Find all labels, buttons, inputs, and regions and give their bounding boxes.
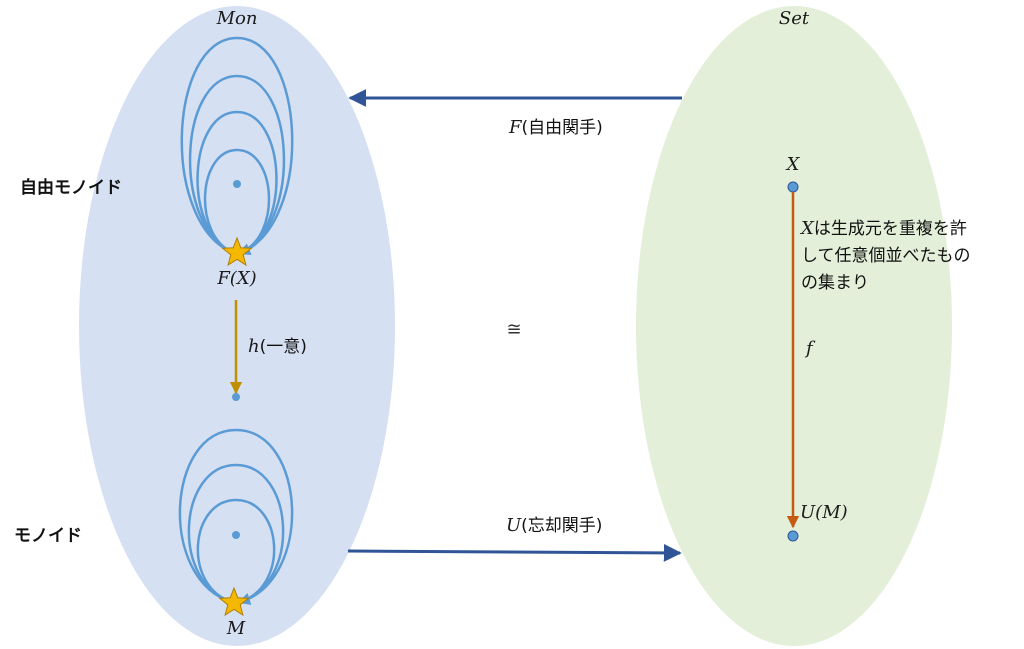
free-monoid-loop <box>203 148 271 256</box>
forgetful-functor-arrow <box>347 543 682 562</box>
x-description-line2: して任意個並べたもの <box>801 246 971 266</box>
x-description-line3: の集まり <box>801 273 869 293</box>
free-monoid-loop <box>188 74 286 255</box>
h-target-point <box>232 393 240 401</box>
u-functor-symbol: U <box>506 515 522 536</box>
h-symbol: h <box>248 336 260 357</box>
free-functor-label: F(自由関手) <box>508 117 603 138</box>
forgetful-functor-label: U(忘却関手) <box>506 515 602 536</box>
free-monoid-star <box>221 236 253 267</box>
x-description-symbol: X <box>799 218 815 239</box>
monoid-loop <box>178 428 294 604</box>
isomorphism-symbol: ≅ <box>506 319 521 340</box>
free-monoid-label: 自由モノイド <box>20 177 122 198</box>
svg-text:Xは生成元を重複を許: Xは生成元を重複を許 <box>799 218 967 239</box>
h-note: (一意) <box>260 337 307 357</box>
monoid-loop <box>196 498 276 605</box>
free-monoid-loop <box>180 36 294 255</box>
f-functor-symbol: F <box>508 117 523 138</box>
free-monoid-loop <box>196 110 278 255</box>
monoid-unit-point <box>232 531 240 539</box>
um-point <box>787 530 799 542</box>
m-label: M <box>226 618 246 639</box>
x-description: Xは生成元を重複を許 して任意個並べたもの の集まり <box>799 218 971 293</box>
um-label: U(M) <box>800 502 848 523</box>
x-label: X <box>785 154 801 175</box>
monoid-loop <box>187 463 285 604</box>
h-label: h(一意) <box>248 336 307 357</box>
monoid-star <box>218 586 250 617</box>
monoid-loops <box>178 428 294 605</box>
fx-label: F(X) <box>216 268 256 289</box>
free-monoid-loops <box>180 36 294 256</box>
x-point <box>787 181 799 193</box>
monoid-label: モノイド <box>14 526 82 546</box>
free-monoid-unit-point <box>233 180 241 188</box>
mon-category-title: Mon <box>216 8 258 29</box>
f-functor-note: (自由関手) <box>522 118 603 138</box>
x-description-line1: は生成元を重複を許 <box>814 219 967 239</box>
set-category-title: Set <box>779 8 810 29</box>
u-functor-note: (忘却関手) <box>521 516 602 536</box>
